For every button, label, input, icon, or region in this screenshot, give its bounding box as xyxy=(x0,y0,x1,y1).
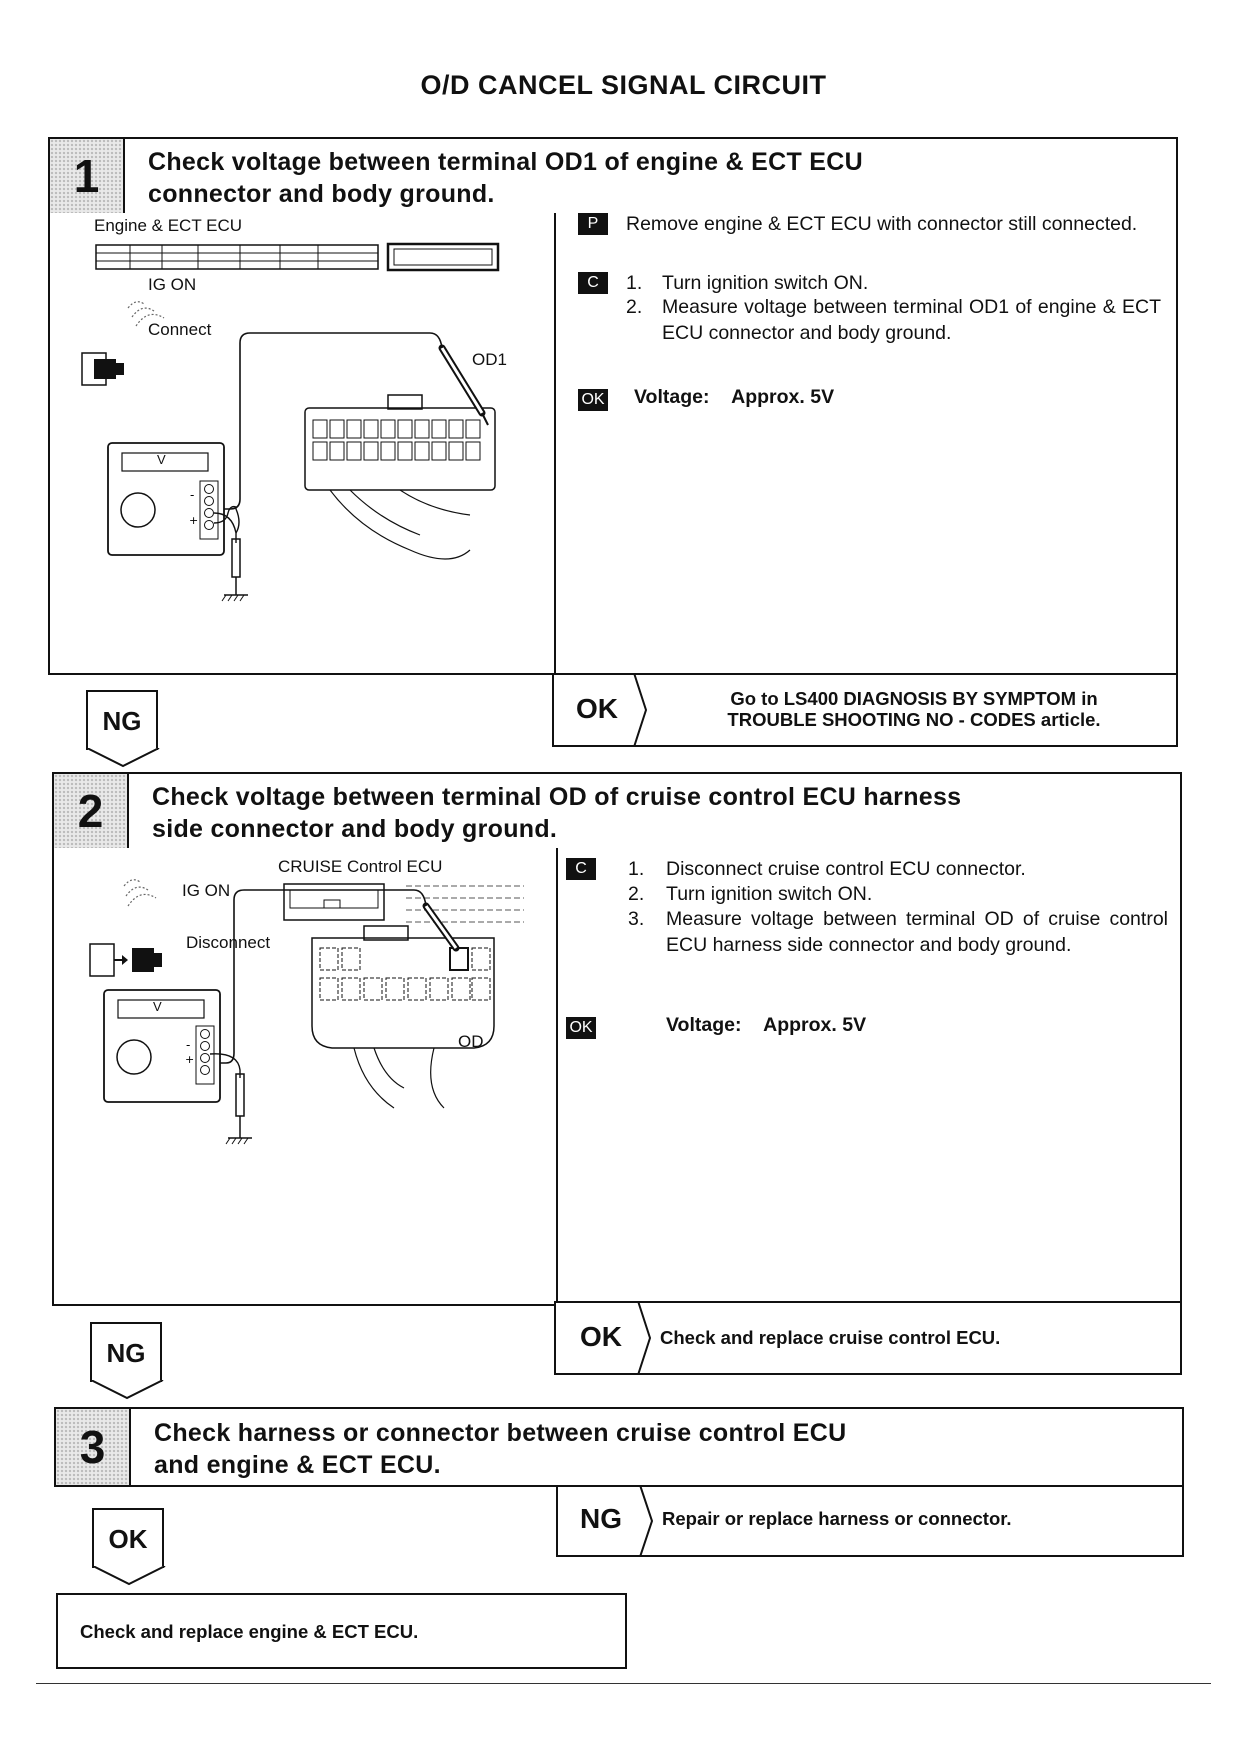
svg-text:-: - xyxy=(190,488,194,502)
step3-ng-result: NG Repair or replace harness or connecto… xyxy=(556,1485,1184,1557)
step1-heading: Check voltage between terminal OD1 of en… xyxy=(148,148,863,208)
step1-body: Engine & ECT ECU xyxy=(48,213,1178,675)
od-terminal-label: OD xyxy=(458,1032,484,1051)
step1-c-step-1: 1. Turn ignition switch ON. xyxy=(626,272,869,294)
badge-c-2: C xyxy=(566,858,596,880)
od1-terminal-label: OD1 xyxy=(472,350,507,369)
step2-heading: Check voltage between terminal OD of cru… xyxy=(152,783,962,843)
step2-ok-text: Check and replace cruise control ECU. xyxy=(660,1327,1001,1348)
meter-unit-2: V xyxy=(153,999,162,1014)
badge-ok-2: OK xyxy=(566,1017,596,1039)
step1-number: 1 xyxy=(50,139,125,213)
ig-on-label-2: IG ON xyxy=(182,881,231,900)
step3-heading: Check harness or connector between cruis… xyxy=(154,1419,847,1479)
step1-ok-result: OK Go to LS400 DIAGNOSIS BY SYMPTOM in T… xyxy=(552,673,1178,747)
step2-body: CRUISE Control ECU xyxy=(52,848,1182,1306)
step1-header: 1 Check voltage between terminal OD1 of … xyxy=(48,137,1178,215)
step2-ok-label: OK xyxy=(580,1321,622,1352)
step3-ok-arrow xyxy=(92,1566,166,1586)
page-bottom-rule xyxy=(36,1683,1211,1684)
badge-p: P xyxy=(578,213,608,235)
step2-c-step-1: 1. Disconnect cruise control ECU connect… xyxy=(628,858,1026,880)
step1-diagram: - + xyxy=(81,242,500,602)
badge-ok: OK xyxy=(578,389,608,411)
step1-ok-text: Go to LS400 DIAGNOSIS BY SYMPTOM in TROU… xyxy=(727,688,1101,730)
step2-ng-label: NG xyxy=(90,1322,162,1382)
final-action: Check and replace engine & ECT ECU. xyxy=(56,1593,627,1669)
ig-on-label: IG ON xyxy=(148,275,197,294)
disconnect-label: Disconnect xyxy=(186,933,271,952)
step2-ok-result: OK Check and replace cruise control ECU. xyxy=(554,1301,1182,1375)
step2-header: 2 Check voltage between terminal OD of c… xyxy=(52,772,1182,850)
badge-c: C xyxy=(578,272,608,294)
connect-label: Connect xyxy=(148,320,212,339)
step2-c-step-2: 2. Turn ignition switch ON. xyxy=(628,883,873,905)
step2-spec: Voltage: Approx. 5V xyxy=(666,1014,867,1036)
step3-header: 3 Check harness or connector between cru… xyxy=(54,1407,1184,1487)
cruise-ecu-label: CRUISE Control ECU xyxy=(278,857,443,876)
svg-text:+: + xyxy=(185,1053,194,1066)
step1-ng-label: NG xyxy=(86,690,158,750)
step2-diagram: - + xyxy=(89,879,524,1145)
step1-p-text: Remove engine & ECT ECU with connector s… xyxy=(626,213,1138,235)
meter-unit: V xyxy=(157,452,166,467)
step3-number: 3 xyxy=(56,1409,131,1485)
step1-ok-label: OK xyxy=(576,693,618,724)
svg-text:-: - xyxy=(186,1038,190,1052)
step3-ok-label: OK xyxy=(92,1508,164,1568)
page-title: O/D CANCEL SIGNAL CIRCUIT xyxy=(420,70,827,100)
step1-spec: Voltage: Approx. 5V xyxy=(634,386,835,408)
ecu-label: Engine & ECT ECU xyxy=(94,216,243,235)
step2-ng-arrow xyxy=(90,1380,164,1400)
svg-text:+: + xyxy=(189,514,198,527)
step1-c-step-2: 2. Measure voltage between terminal OD1 … xyxy=(626,296,1161,344)
step2-c-step-3: 3. Measure voltage between terminal OD o… xyxy=(628,908,1168,956)
step2-number: 2 xyxy=(54,774,129,848)
step1-ng-arrow xyxy=(86,748,160,768)
step3-ng-text: Repair or replace harness or connector. xyxy=(662,1508,1012,1529)
final-text: Check and replace engine & ECT ECU. xyxy=(80,1621,419,1642)
step3-ng-label: NG xyxy=(580,1503,622,1534)
